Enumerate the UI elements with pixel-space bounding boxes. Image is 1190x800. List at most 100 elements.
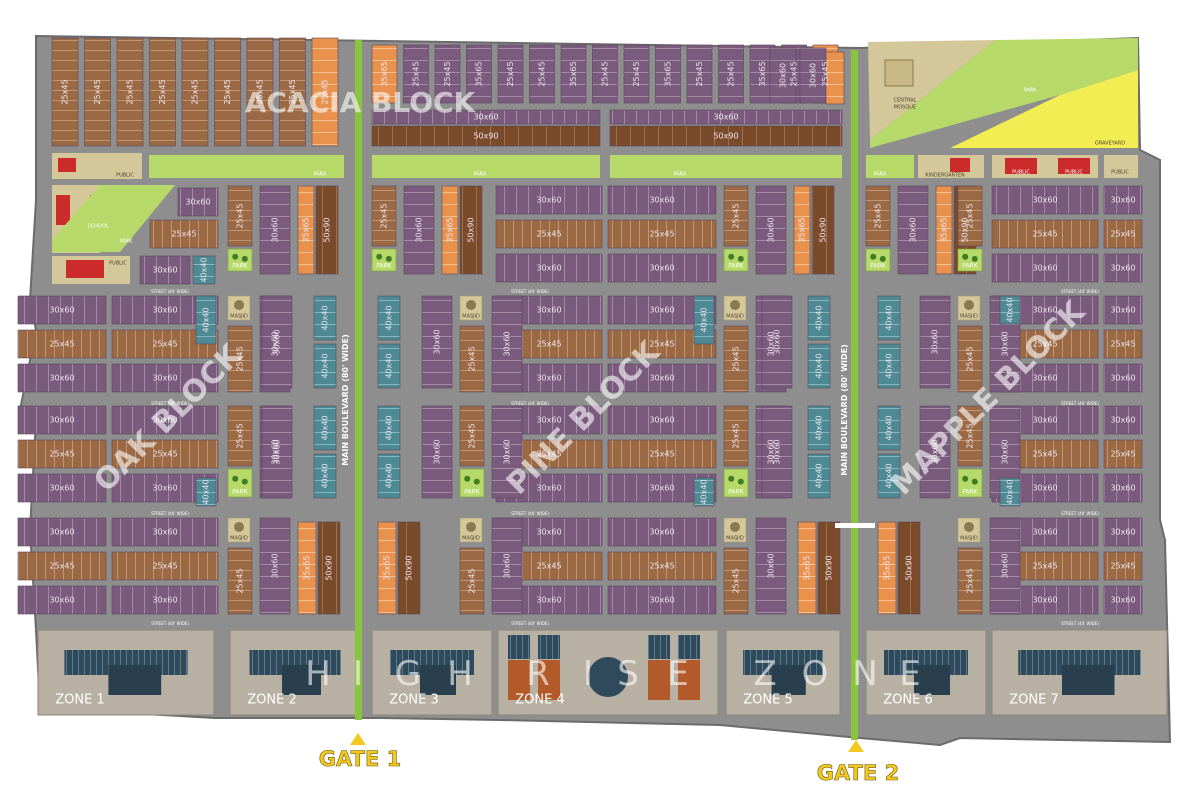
- plot-group: [989, 517, 1021, 615]
- plot-group: [459, 325, 485, 393]
- plot-group: [111, 405, 219, 435]
- plot-size-label: 25x45: [536, 450, 561, 459]
- plot-group: [84, 37, 111, 147]
- tree-icon: [464, 475, 471, 482]
- plot-group: [723, 405, 749, 467]
- plot-size-label: 50x90: [819, 217, 828, 242]
- plot-group: [116, 37, 144, 147]
- plot-size-label: 25x45: [171, 230, 196, 239]
- mosque-icon: [466, 300, 476, 310]
- kindergarten-building-icon: [950, 158, 970, 172]
- plot-size-label: 30x60: [49, 306, 74, 315]
- tower-icon: [508, 635, 530, 659]
- zone-label: ZONE 7: [1009, 693, 1058, 708]
- plot-size-label: 40x40: [885, 415, 894, 440]
- plot-size-label: 30x60: [271, 217, 280, 242]
- plot-group: [607, 363, 717, 393]
- plot-group: [793, 185, 811, 275]
- plot-group: [491, 517, 523, 615]
- tree-icon: [385, 255, 392, 262]
- plot-size-label: 25x45: [732, 423, 741, 448]
- plot-group: [227, 325, 253, 393]
- plot-size-label: 35x65: [883, 555, 892, 580]
- plot-size-label: 40x40: [385, 415, 394, 440]
- plot-size-label: 25x45: [236, 203, 245, 228]
- plot-group: [317, 521, 341, 615]
- plot-group: [495, 219, 603, 249]
- tree-icon: [232, 475, 239, 482]
- masjid-label: MASJID: [960, 314, 978, 320]
- public-label: PUBLIC: [1012, 170, 1030, 176]
- plot-size-label: 25x45: [649, 340, 674, 349]
- plot-group: [877, 405, 901, 451]
- plot-group: [315, 185, 339, 275]
- plot-group: [529, 44, 555, 104]
- public-building-icon: [1005, 158, 1037, 174]
- plot-group: [434, 44, 461, 104]
- tree-icon: [737, 255, 744, 262]
- plot-group: [1103, 473, 1143, 503]
- plot-group: [313, 453, 337, 499]
- plot-size-label: 25x45: [732, 203, 741, 228]
- plot-size-label: 25x45: [601, 61, 610, 86]
- plot-size-label: 40x40: [200, 257, 209, 282]
- plot-size-label: 40x40: [815, 305, 824, 330]
- plot-size-label: 30x60: [503, 439, 512, 464]
- plot-size-label: 40x40: [885, 305, 894, 330]
- plot-group: [181, 37, 209, 147]
- plot-size-label: 30x60: [152, 306, 177, 315]
- plot-size-label: 30x60: [473, 113, 498, 122]
- plot-size-label: 30x60: [1001, 439, 1010, 464]
- plot-group: [607, 439, 717, 469]
- plot-group: [17, 517, 107, 547]
- plot-size-label: 40x40: [321, 415, 330, 440]
- park-label: PARK: [120, 239, 134, 245]
- plot-size-label: 35x65: [940, 217, 949, 242]
- tower-icon: [648, 635, 670, 659]
- plot-size-label: 30x60: [271, 439, 280, 464]
- plot-size-label: 30x60: [1110, 306, 1135, 315]
- plot-group: [1103, 439, 1143, 469]
- plot-group: [897, 185, 929, 275]
- zone-label: ZONE 3: [389, 693, 438, 708]
- street-label: STREET (40' WIDE): [511, 511, 549, 516]
- plot-size-label: 30x60: [649, 374, 674, 383]
- high-rise-zone-title: H I G H R I S E Z O N E: [305, 654, 921, 694]
- green-areas-layer: [37, 38, 1168, 716]
- plot-size-label: 35x65: [758, 61, 767, 86]
- plot-group: [192, 255, 216, 285]
- plot-group: [718, 44, 744, 104]
- tower-icon: [678, 635, 700, 659]
- plot-size-label: 25x45: [732, 346, 741, 371]
- plot-size-label: 30x60: [415, 217, 424, 242]
- park-label: PARK: [674, 172, 688, 178]
- plot-group: [495, 185, 603, 215]
- plot-size-label: 30x60: [152, 484, 177, 493]
- plot-group: [919, 405, 951, 499]
- plot-size-label: 30x60: [649, 484, 674, 493]
- plot-group: [214, 37, 241, 147]
- gate-2-arrow-icon: [848, 740, 864, 752]
- plot-size-label: 35x65: [303, 555, 312, 580]
- park-label: PARK: [874, 172, 888, 178]
- plot-group: [227, 547, 253, 615]
- plot-group: [17, 405, 107, 435]
- plot-group: [246, 37, 274, 147]
- plot-size-label: 30x60: [649, 596, 674, 605]
- plot-group: [723, 547, 749, 615]
- park-label: PARK: [232, 489, 249, 496]
- park-area: [957, 468, 983, 498]
- plot-group: [377, 521, 397, 615]
- plot-size-label: 25x45: [966, 568, 975, 593]
- plot-size-label: 40x40: [321, 305, 330, 330]
- plot-size-label: 30x60: [1032, 306, 1057, 315]
- gate-2: GATE 2: [816, 740, 900, 785]
- plot-size-label: 30x60: [1032, 528, 1057, 537]
- plot-group: [686, 44, 713, 104]
- plots-layer: [17, 37, 1143, 615]
- hrz-letter: O: [802, 654, 829, 694]
- tower-icon: [538, 635, 560, 659]
- plot-size-label: 30x60: [152, 596, 177, 605]
- park-label: PARK: [728, 489, 745, 496]
